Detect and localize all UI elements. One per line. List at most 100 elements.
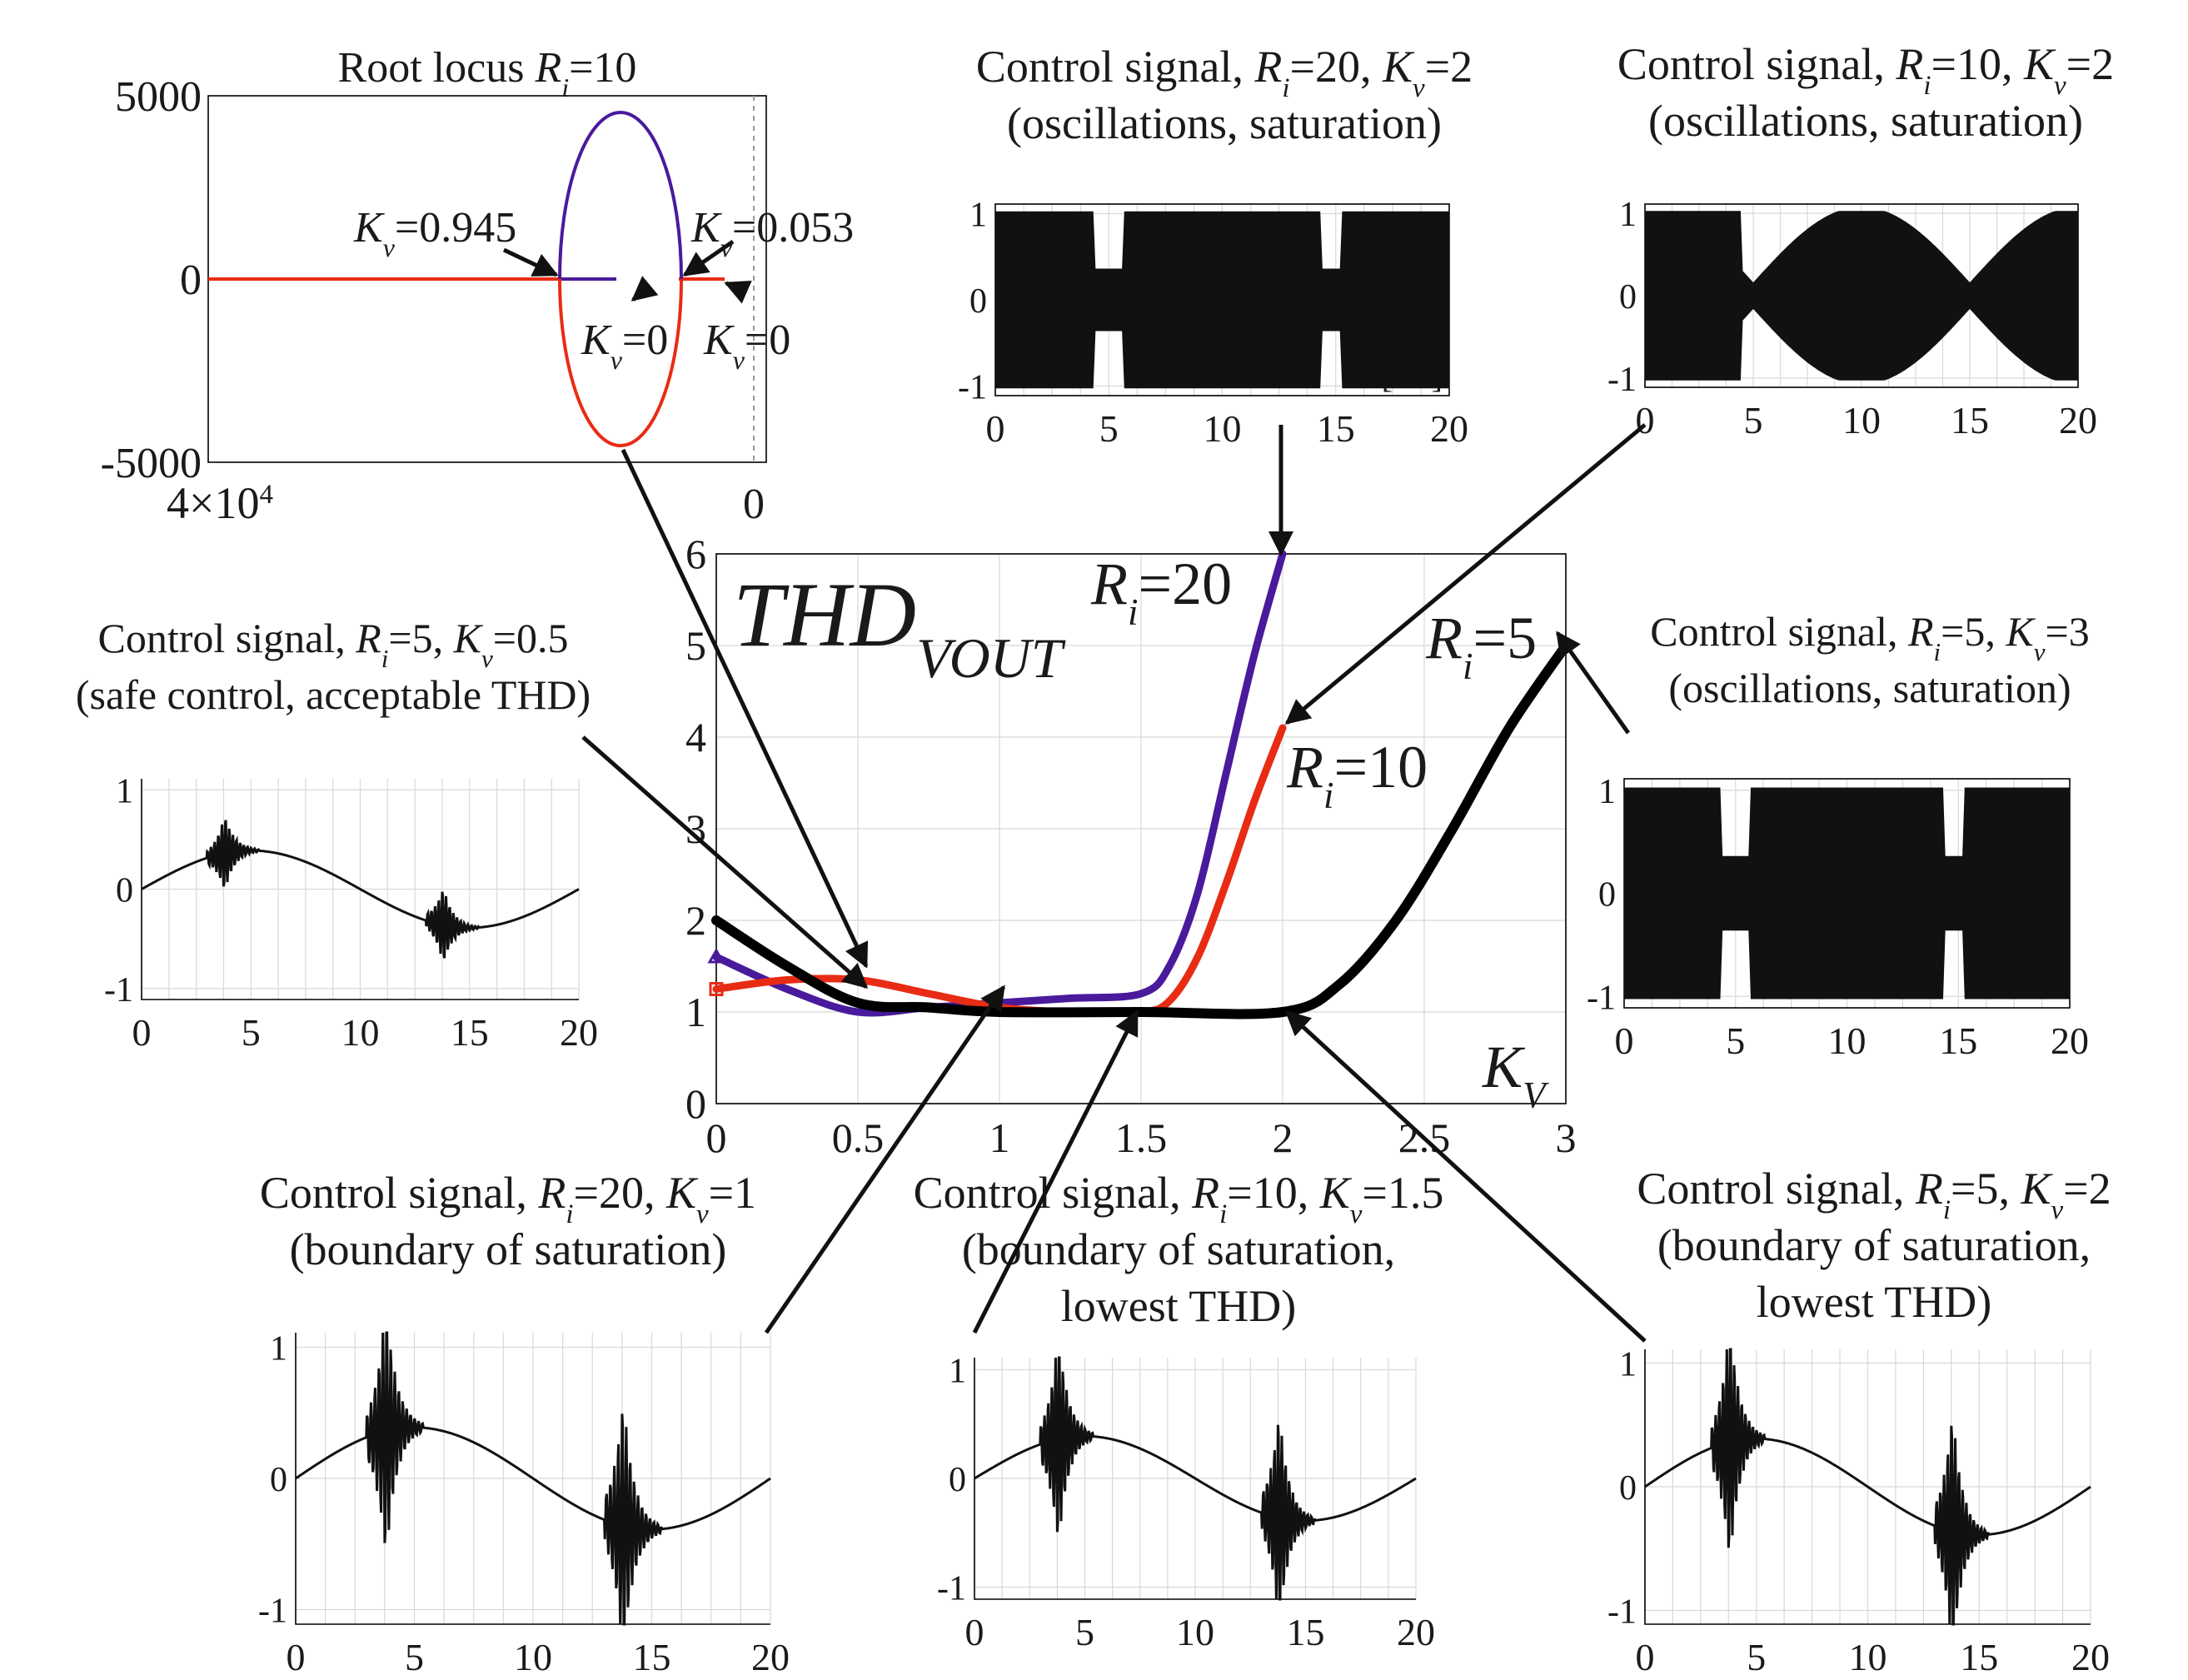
main-x-axis-label: KV: [1482, 1034, 1549, 1116]
inset-waveform: [974, 1356, 1417, 1601]
main-title: THDVOUT: [733, 564, 1066, 690]
root-locus-annotation-arrow: [502, 247, 559, 277]
inset-title-line3: lowest THD): [1061, 1281, 1296, 1331]
arrow-sig-5-2: [1284, 1009, 1647, 1343]
main-y-tick-label: 1: [685, 989, 706, 1035]
root-locus-annotation-arrow: [630, 276, 659, 302]
main-y-tick-label: 6: [685, 531, 706, 577]
inset-x-tick-label: 15: [451, 1011, 489, 1054]
inset-x-tick-label: 20: [1430, 407, 1468, 450]
root-locus-y-tick: -5000: [101, 440, 202, 487]
inset-axes: [974, 1358, 1416, 1600]
inset-x-tick-label: 20: [560, 1011, 598, 1054]
inset-y-tick-label: 0: [949, 1461, 966, 1499]
inset-x-tick-label: 15: [633, 1636, 671, 1678]
inset-x-tick-label: 20: [751, 1636, 790, 1678]
main-y-tick-label: 2: [685, 897, 706, 944]
main-x-tick-label: 1.5: [1115, 1114, 1168, 1161]
inset-y-tick-label: 1: [1619, 196, 1637, 234]
inset-y-tick-label: 0: [270, 1461, 287, 1499]
inset-x-tick-label: 20: [2051, 1019, 2089, 1062]
main-x-tick-label: 1: [989, 1114, 1010, 1161]
main-x-tick-label: 0: [706, 1114, 727, 1161]
inset-x-tick-label: 0: [1615, 1019, 1634, 1062]
root-locus-title: Root locus Ri=10: [338, 44, 637, 102]
inset-x-tick-label: 15: [1287, 1611, 1325, 1653]
inset-y-tick-label: 0: [116, 872, 133, 910]
inset-y-tick-label: 0: [969, 282, 987, 321]
main-x-tick-label: 3: [1556, 1114, 1577, 1161]
inset-x-tick-label: 5: [1075, 1611, 1094, 1653]
inset-y-tick-label: 1: [116, 772, 133, 810]
series-line: [711, 641, 1571, 1019]
root-locus-annotation-arrow: [724, 281, 752, 304]
inset-title-line2: (boundary of saturation): [290, 1224, 727, 1274]
root-locus-annotation: Kv=0: [703, 317, 790, 375]
inset-x-tick-label: 15: [1951, 399, 1989, 441]
inset-x-tick-label: 20: [2071, 1636, 2110, 1678]
inset-title-line2: (oscillations, saturation): [1648, 96, 2083, 146]
root-locus-annotation: Kv=0: [581, 317, 668, 375]
inset-y-tick-label: -1: [258, 1593, 287, 1631]
inset-title-line1: Control signal, Ri=5, Kv=3: [1650, 608, 2089, 666]
arrow-sig-5-05: [581, 735, 869, 989]
inset-y-tick-label: 0: [1619, 278, 1637, 317]
arrow-sig-10-2: [1284, 423, 1647, 725]
inset-y-tick-label: 1: [1598, 773, 1616, 811]
inset-y-tick-label: 1: [1619, 1346, 1637, 1384]
inset-x-tick-label: 10: [1842, 399, 1881, 441]
inset-title-line1: Control signal, Ri=10, Kv=2: [1617, 39, 2114, 101]
inset-y-tick-label: 0: [1598, 876, 1616, 915]
inset-x-tick-label: 10: [1204, 407, 1242, 450]
inset-x-tick-label: 10: [1849, 1636, 1887, 1678]
inset-x-tick-label: 15: [1960, 1636, 1998, 1678]
root-locus-x-tick-left: 4×104: [167, 478, 273, 528]
main-x-tick-label: 2: [1273, 1114, 1293, 1161]
inset-title-line3: lowest THD): [1757, 1277, 1991, 1327]
inset-y-tick-label: 1: [969, 197, 987, 235]
inset-y-tick-label: -1: [1607, 361, 1637, 399]
series-marker: [707, 947, 725, 964]
inset-title-line2: (safe control, acceptable THD): [76, 671, 591, 718]
inset-title-line2: (oscillations, saturation): [1007, 98, 1442, 148]
arrow-sig-5-3: [1555, 631, 1631, 735]
inset-axes: [295, 1333, 770, 1625]
inset-y-tick-label: -1: [937, 1570, 966, 1608]
main-y-tick-label: 4: [685, 714, 706, 760]
inset-y-tick-label: 1: [270, 1330, 287, 1368]
inset-title-line1: Control signal, Ri=20, Kv=1: [260, 1168, 756, 1229]
root-locus-y-tick: 0: [180, 257, 202, 304]
series-label: Ri=20: [1090, 551, 1232, 633]
inset-title-line1: Control signal, Ri=5, Kv=0.5: [98, 615, 569, 673]
series-label: Ri=5: [1425, 605, 1537, 687]
inset-x-tick-label: 5: [1747, 1636, 1766, 1678]
inset-waveform: [141, 820, 580, 959]
series-label: Ri=10: [1286, 734, 1428, 816]
root-locus-y-tick: 5000: [115, 73, 202, 121]
arrow-sig-20-1: [764, 985, 1006, 1334]
inset-waveform-band: [1644, 211, 2079, 381]
inset-x-tick-label: 5: [1726, 1019, 1745, 1062]
main-plot-frame: [715, 553, 1567, 1104]
arrow-root-locus: [621, 448, 869, 969]
locus-upper-branch: [558, 111, 683, 280]
inset-title-line2: (oscillations, saturation): [1668, 665, 2071, 711]
inset-waveform-band: [1623, 787, 2071, 1000]
inset-x-tick-label: 5: [242, 1011, 261, 1054]
inset-x-tick-label: 5: [1744, 399, 1763, 441]
inset-x-tick-label: 20: [2059, 399, 2097, 441]
inset-y-tick-label: -1: [1587, 979, 1616, 1017]
main-x-tick-label: 0.5: [832, 1114, 885, 1161]
series-marker: [709, 982, 724, 996]
root-locus-x-tick-right: 0: [743, 481, 765, 528]
inset-x-tick-label: 10: [1176, 1611, 1214, 1653]
inset-x-tick-label: 0: [1636, 399, 1655, 441]
